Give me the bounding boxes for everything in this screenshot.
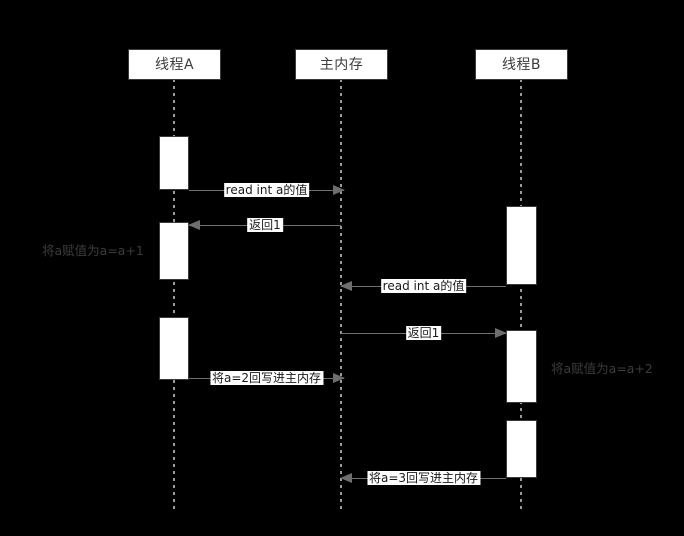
arrow-head-right-icon	[333, 373, 345, 383]
lifeline-header-thread-a[interactable]: 线程A	[128, 49, 221, 80]
message-label-3: read int a的值	[380, 279, 467, 293]
lifeline-thread-b	[520, 79, 522, 509]
message-return-1-to-thread-b[interactable]: 返回1	[341, 326, 507, 340]
arrow-head-left-icon	[340, 281, 352, 291]
arrow-head-left-icon	[188, 220, 200, 230]
activation-bar-thread-b-2[interactable]	[506, 330, 537, 403]
message-label-5: 将a=2回写进主内存	[209, 371, 324, 385]
lifeline-header-thread-b-label: 线程B	[501, 56, 542, 73]
message-label-6: 将a=3回写进主内存	[366, 471, 481, 485]
lifeline-main-memory	[340, 79, 342, 509]
note-assign-a-plus-2: 将a赋值为a=a+2	[551, 361, 653, 376]
message-read-int-a-from-thread-b[interactable]: read int a的值	[340, 279, 506, 293]
message-label-2: 返回1	[247, 218, 283, 232]
arrow-head-left-icon	[340, 473, 352, 483]
note-assign-a-plus-1: 将a赋值为a=a+1	[42, 243, 144, 258]
activation-bar-thread-b-3[interactable]	[506, 420, 537, 478]
arrow-head-right-icon	[333, 185, 345, 195]
message-write-back-a3[interactable]: 将a=3回写进主内存	[340, 471, 506, 485]
message-label-4: 返回1	[405, 326, 442, 340]
arrow-head-right-icon	[495, 328, 507, 338]
activation-bar-thread-a-1[interactable]	[159, 136, 189, 190]
lifeline-header-main-memory[interactable]: 主内存	[295, 49, 388, 80]
lifeline-header-thread-a-label: 线程A	[154, 56, 195, 73]
activation-bar-thread-a-3[interactable]	[159, 317, 189, 380]
message-write-back-a2[interactable]: 将a=2回写进主内存	[189, 371, 345, 385]
activation-bar-thread-b-1[interactable]	[506, 206, 537, 285]
activation-bar-thread-a-2[interactable]	[159, 222, 189, 280]
lifeline-header-thread-b[interactable]: 线程B	[475, 49, 568, 80]
message-return-1-to-thread-a[interactable]: 返回1	[188, 218, 341, 232]
message-read-int-a-from-thread-a[interactable]: read int a的值	[189, 183, 345, 197]
message-label-1: read int a的值	[223, 183, 310, 197]
lifeline-thread-a	[173, 79, 175, 509]
lifeline-header-main-memory-label: 主内存	[319, 56, 364, 73]
